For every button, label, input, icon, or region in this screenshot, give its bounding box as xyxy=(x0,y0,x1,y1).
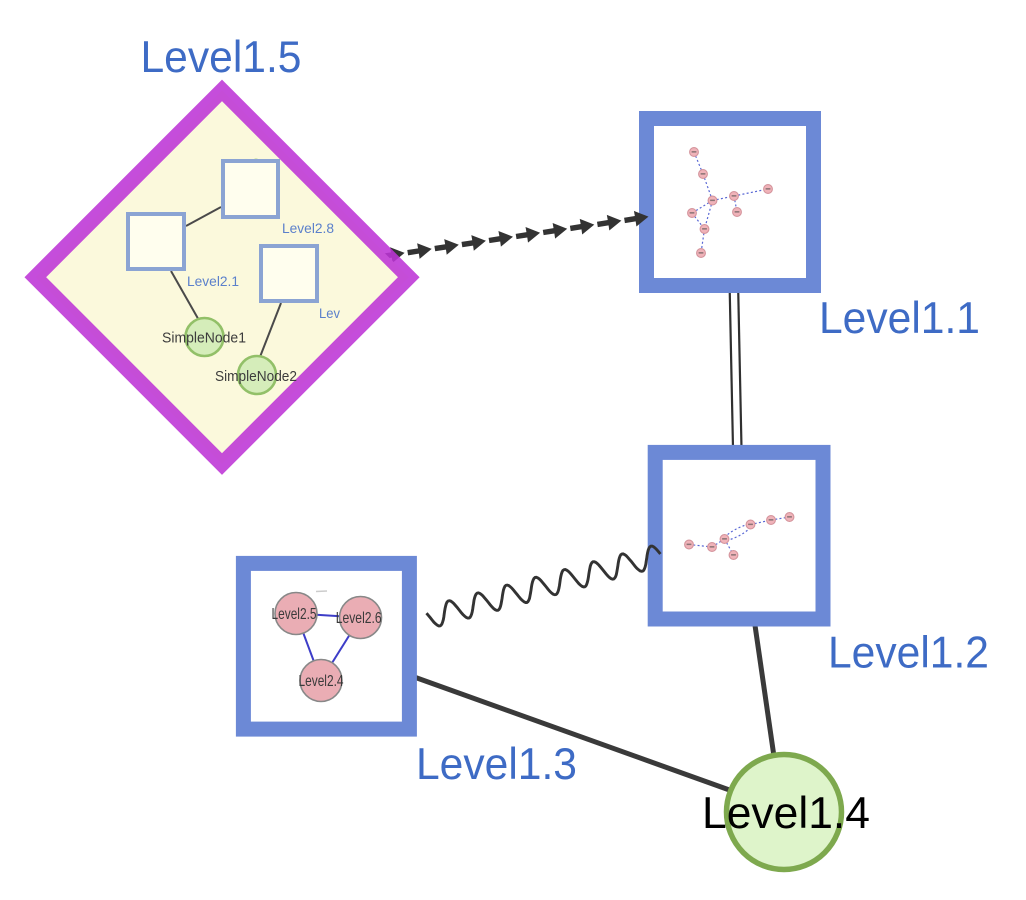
svg-text:Level2.1: Level2.1 xyxy=(187,274,239,289)
svg-text:Level2.4: Level2.4 xyxy=(299,673,344,690)
svg-text:SimpleNode1: SimpleNode1 xyxy=(162,330,246,347)
svg-text:Level1.2: Level1.2 xyxy=(828,628,989,677)
svg-text:Lev: Lev xyxy=(319,306,340,321)
svg-text:Level1.3: Level1.3 xyxy=(416,740,577,789)
svg-text:Level1.4: Level1.4 xyxy=(702,789,870,838)
svg-text:SimpleNode2: SimpleNode2 xyxy=(215,368,297,385)
svg-text:Level2.6: Level2.6 xyxy=(336,610,382,627)
svg-text:Level1.5: Level1.5 xyxy=(141,33,302,82)
svg-text:Level1.1: Level1.1 xyxy=(819,294,980,343)
svg-text:Level2.5: Level2.5 xyxy=(272,606,317,623)
svg-text:Level2.8: Level2.8 xyxy=(282,221,334,236)
